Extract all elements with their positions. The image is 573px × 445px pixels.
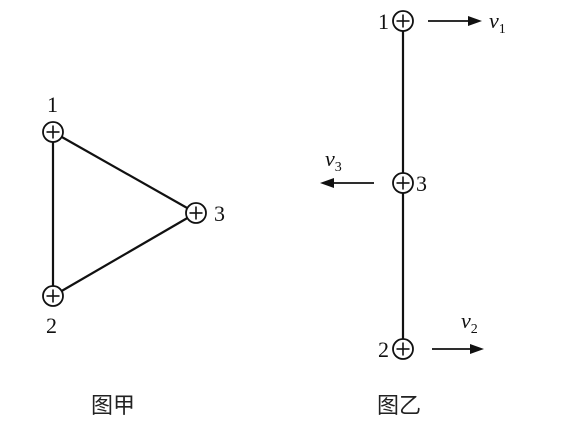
fig-b-charge-3-label: 3	[416, 171, 427, 196]
fig-b-velocity-3-label: v3	[325, 146, 342, 175]
fig-b-charge-1: 1	[378, 9, 414, 34]
fig-b-charge-3: 3	[392, 171, 427, 196]
figure-b: 1 3 2 v1 v3	[320, 8, 506, 419]
fig-b-velocity-2: v2	[432, 308, 484, 354]
fig-b-charge-1-label: 1	[378, 9, 389, 34]
fig-a-edge-1-3	[52, 131, 197, 214]
fig-a-edge-2-3	[52, 212, 197, 297]
fig-a-charge-2: 2	[42, 285, 64, 338]
fig-b-velocity-1: v1	[428, 8, 506, 37]
fig-b-velocity-3: v3	[320, 146, 374, 188]
fig-b-charge-2-label: 2	[378, 337, 389, 362]
fig-a-charge-1: 1	[42, 92, 64, 143]
fig-a-charge-3-label: 3	[214, 201, 225, 226]
fig-a-charge-1-label: 1	[47, 92, 58, 117]
figure-a: 1 2 3 图甲	[42, 92, 225, 419]
fig-b-velocity-2-label: v2	[461, 308, 478, 337]
fig-a-caption: 图甲	[91, 394, 135, 419]
fig-b-caption: 图乙	[377, 394, 421, 419]
fig-a-charge-3: 3	[185, 201, 225, 226]
fig-b-charge-2: 2	[378, 337, 414, 362]
fig-a-charge-2-label: 2	[46, 313, 57, 338]
fig-b-velocity-1-label: v1	[489, 8, 506, 37]
